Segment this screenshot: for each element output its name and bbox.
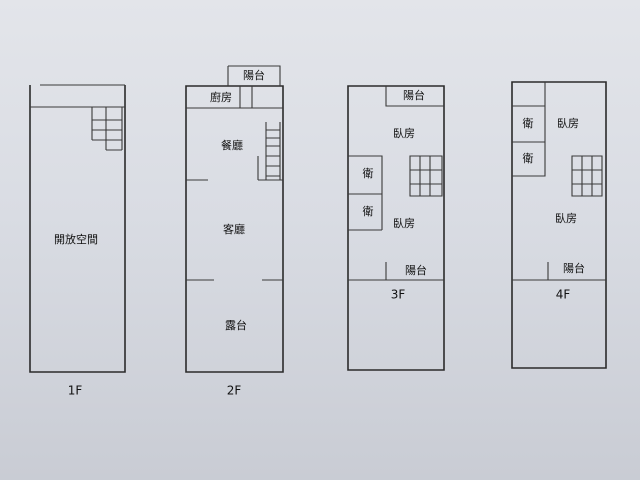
room-bath-upper-4f: 衛 — [523, 117, 534, 130]
floor-plan-1f: 開放空間 1F — [29, 84, 126, 398]
floor-label-2f: 2F — [227, 384, 242, 398]
room-bedroom-top-4f: 臥房 — [557, 117, 579, 130]
4f-staircase — [571, 155, 603, 197]
room-open-space-1f: 開放空間 — [54, 232, 98, 246]
room-balcony-bottom-4f: 陽台 — [563, 261, 585, 275]
2f-outline — [185, 85, 284, 373]
room-dining-2f: 餐廳 — [221, 138, 243, 152]
room-bedroom-bottom-4f: 臥房 — [555, 212, 577, 225]
floor-plan-4f: 衛 臥房 衛 臥房 陽台 4F — [511, 81, 607, 369]
2f-balcony-box — [227, 65, 281, 86]
2f-staircase — [257, 122, 281, 181]
room-bedroom-top-3f: 臥房 — [393, 127, 415, 140]
1f-outline — [29, 85, 126, 373]
room-balcony-top-3f: 陽台 — [403, 88, 425, 102]
3f-staircase — [409, 155, 443, 197]
2f-partitions — [186, 86, 283, 281]
room-kitchen-2f: 廚房 — [210, 90, 232, 104]
floor-plan-3f: 陽台 臥房 衛 衛 臥房 陽台 3F — [347, 85, 445, 371]
room-bath-lower-3f: 衛 — [363, 205, 374, 218]
1f-top-edge — [30, 84, 125, 108]
1f-staircase — [91, 107, 123, 151]
room-balcony-bottom-3f: 陽台 — [405, 263, 427, 277]
4f-outline — [511, 81, 607, 369]
room-living-2f: 客廳 — [223, 222, 245, 236]
room-bath-lower-4f: 衛 — [523, 152, 534, 165]
room-bedroom-bottom-3f: 臥房 — [393, 217, 415, 230]
3f-outline — [347, 85, 445, 371]
floor-plan-2f: 陽台 廚房 餐廳 客廳 露台 2F — [185, 65, 284, 398]
floor-label-4f: 4F — [556, 288, 571, 302]
room-balcony-2f: 陽台 — [243, 68, 265, 82]
floor-label-1f: 1F — [68, 384, 83, 398]
4f-partitions — [512, 82, 606, 281]
room-terrace-2f: 露台 — [225, 318, 247, 332]
floor-label-3f: 3F — [391, 288, 406, 302]
room-bath-upper-3f: 衛 — [363, 167, 374, 180]
3f-partitions — [348, 86, 444, 281]
